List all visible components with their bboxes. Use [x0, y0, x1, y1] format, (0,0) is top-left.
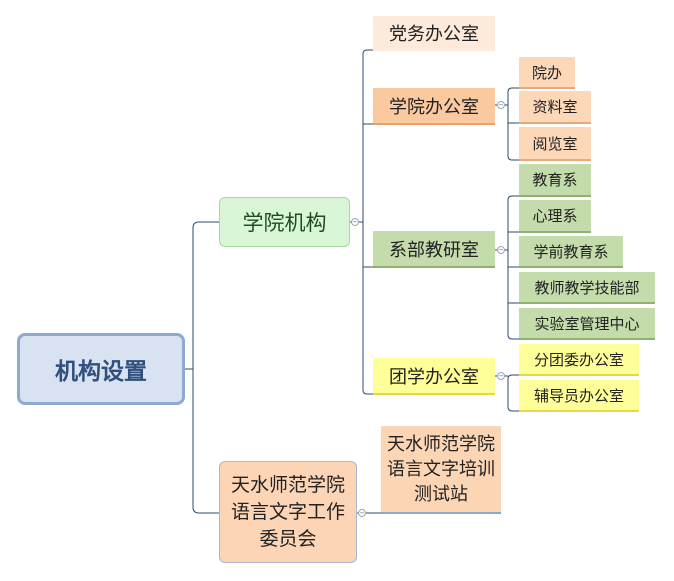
department-item-label: 教育系 — [532, 171, 578, 189]
office-item-label: 资料室 — [532, 98, 578, 116]
department-item-label: 教师教学技能部 — [534, 278, 640, 297]
connector-youth-items — [507, 374, 519, 412]
youth-office-node[interactable]: 团学办公室 — [373, 358, 495, 395]
department-item-label: 学前教育系 — [533, 242, 609, 261]
college-node[interactable]: 学院机构 — [219, 197, 350, 247]
department-item-1[interactable]: 教育系 — [519, 164, 591, 197]
connector-root-branches — [192, 221, 219, 514]
youth-item-1[interactable]: 分团委办公室 — [519, 344, 639, 376]
office-item-1[interactable]: 院办 — [519, 57, 575, 89]
collapse-college-icon[interactable]: − — [351, 218, 359, 226]
youth-office-label: 团学办公室 — [389, 366, 479, 388]
committee-node[interactable]: 天水师范学院语言文字工作委员会 — [219, 461, 357, 563]
collapse-office-icon[interactable]: − — [497, 101, 505, 109]
department-item-label: 心理系 — [532, 207, 578, 225]
office-item-2[interactable]: 资料室 — [519, 91, 591, 124]
connector-office-items — [507, 87, 519, 161]
committee-label: 天水师范学院语言文字工作委员会 — [230, 473, 345, 550]
departments-label: 系部教研室 — [389, 239, 479, 261]
collapse-youth-icon[interactable]: − — [497, 372, 505, 380]
connector-college-spine — [362, 49, 373, 395]
department-item-4[interactable]: 教师教学技能部 — [519, 272, 655, 304]
root-label: 机构设置 — [55, 359, 147, 385]
college-office-node[interactable]: 学院办公室 — [373, 88, 495, 125]
department-item-5[interactable]: 实验室管理中心 — [519, 308, 655, 340]
department-item-3[interactable]: 学前教育系 — [519, 236, 623, 268]
office-item-label: 阅览室 — [532, 134, 578, 153]
department-item-2[interactable]: 心理系 — [519, 200, 591, 233]
collapse-committee-icon[interactable]: − — [358, 509, 366, 517]
departments-node[interactable]: 系部教研室 — [373, 231, 495, 268]
college-office-label: 学院办公室 — [389, 96, 479, 118]
department-item-label: 实验室管理中心 — [534, 314, 640, 333]
youth-item-label: 辅导员办公室 — [533, 386, 624, 405]
party-office-node[interactable]: 党务办公室 — [373, 16, 495, 51]
root-node[interactable]: 机构设置 — [17, 333, 185, 405]
party-office-label: 党务办公室 — [389, 23, 479, 45]
collapse-departments-icon[interactable]: − — [497, 246, 505, 254]
college-label: 学院机构 — [242, 211, 327, 235]
office-item-label: 院办 — [531, 63, 562, 82]
testing-station-label: 天水师范学院语言文字培训测试站 — [387, 433, 495, 505]
youth-item-label: 分团委办公室 — [533, 350, 624, 369]
youth-item-2[interactable]: 辅导员办公室 — [519, 380, 639, 412]
office-item-3[interactable]: 阅览室 — [519, 127, 591, 161]
testing-station-node[interactable]: 天水师范学院语言文字培训测试站 — [381, 426, 501, 514]
